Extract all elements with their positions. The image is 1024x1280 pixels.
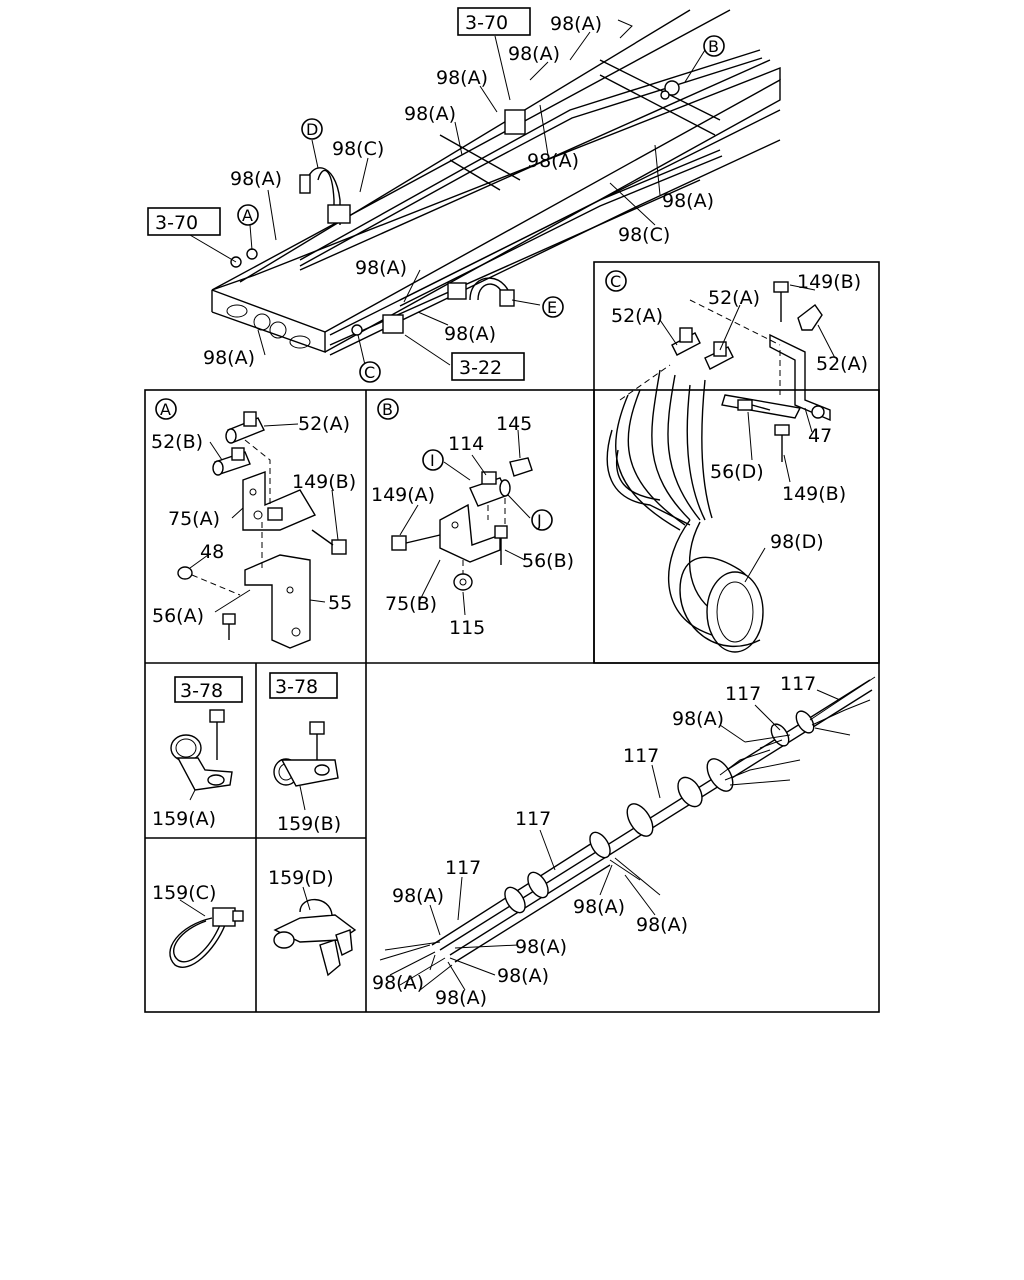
ref-3-70-left: 3-70 — [155, 212, 198, 234]
detail-panel-b: B 114 145 149(A) 56(B) 75(B) — [371, 398, 574, 639]
ref-box-3-22 — [451, 352, 525, 381]
label-98c-1: 98(C) — [332, 138, 384, 160]
clip-159b-panel: 3-78 159(B) — [269, 672, 341, 835]
label-98a-10: 98(A) — [203, 347, 255, 369]
label-harness-98a-4: 98(A) — [636, 914, 688, 936]
label-117-3: 117 — [623, 745, 659, 767]
label-98a-7: 98(A) — [662, 190, 714, 212]
label-159c: 159(C) — [152, 882, 216, 904]
label-159d: 159(D) — [268, 867, 334, 889]
label-c-149b-1: 149(B) — [797, 271, 861, 293]
label-a-149b: 149(B) — [292, 471, 356, 493]
label-harness-98a-1: 98(A) — [672, 708, 724, 730]
label-c-98d: 98(D) — [770, 531, 824, 553]
label-98a-9: 98(A) — [444, 323, 496, 345]
label-harness-98a-8: 98(A) — [435, 987, 487, 1009]
label-harness-98a-6: 98(A) — [497, 965, 549, 987]
ref-3-78-left: 3-78 — [180, 680, 223, 702]
label-b-115: 115 — [449, 617, 485, 639]
ref-3-70-top: 3-70 — [465, 12, 508, 34]
label-117-5: 117 — [445, 857, 481, 879]
label-c-56d: 56(D) — [710, 461, 764, 483]
label-a-56a: 56(A) — [152, 605, 204, 627]
clip-159c-panel: 159(C) — [152, 882, 244, 968]
frame-assembly-view: 3-70 3-70 3-22 98(A) 98(A) 98(A) 98(A) 9… — [147, 7, 781, 383]
ref-3-78-right: 3-78 — [275, 676, 318, 698]
label-98a-8: 98(A) — [355, 257, 407, 279]
label-a-55: 55 — [328, 592, 352, 614]
ref-box-3-70-left — [147, 207, 221, 236]
label-b-145: 145 — [496, 413, 532, 435]
label-c-52a-3: 52(A) — [816, 353, 868, 375]
label-98a-6: 98(A) — [230, 168, 282, 190]
label-harness-98a-2: 98(A) — [392, 885, 444, 907]
label-117-1: 117 — [780, 673, 816, 695]
label-c-149b-2: 149(B) — [782, 483, 846, 505]
label-harness-98a-5: 98(A) — [515, 936, 567, 958]
label-98a-4: 98(A) — [404, 103, 456, 125]
callout-c: C — [364, 363, 375, 382]
label-98a-5: 98(A) — [527, 150, 579, 172]
label-b-149a: 149(A) — [371, 484, 435, 506]
label-159b: 159(B) — [277, 813, 341, 835]
label-c-52a-1: 52(A) — [611, 305, 663, 327]
label-159a: 159(A) — [152, 808, 216, 830]
label-harness-98a-3: 98(A) — [573, 896, 625, 918]
label-b-56b: 56(B) — [522, 550, 574, 572]
label-98c-2: 98(C) — [618, 224, 670, 246]
callout-b: B — [708, 37, 719, 56]
ref-box-3-70-top — [457, 7, 531, 36]
label-c-52a-2: 52(A) — [708, 287, 760, 309]
label-98a-1: 98(A) — [550, 13, 602, 35]
panel-a-marker: A — [160, 400, 171, 419]
detail-panel-c: C — [593, 261, 880, 664]
label-117-2: 117 — [725, 683, 761, 705]
label-a-48: 48 — [200, 541, 224, 563]
label-98a-2: 98(A) — [508, 43, 560, 65]
label-a-52a: 52(A) — [298, 413, 350, 435]
ref-3-22: 3-22 — [459, 357, 502, 379]
callout-d: D — [306, 120, 318, 139]
label-harness-98a-7: 98(A) — [372, 972, 424, 994]
label-b-75b: 75(B) — [385, 593, 437, 615]
clip-159a-panel: 3-78 159(A) — [152, 676, 243, 830]
panel-c-marker: C — [610, 272, 621, 291]
callout-e: E — [547, 298, 557, 317]
clip-159d-panel: 159(D) — [268, 867, 357, 977]
harness-panel: 117 117 117 117 117 98(A) 98(A) 98(A) 98… — [372, 673, 876, 1009]
panel-b-marker: B — [382, 400, 393, 419]
callout-i: I — [430, 451, 435, 470]
callout-j: J — [536, 511, 542, 530]
label-117-4: 117 — [515, 808, 551, 830]
label-b-114: 114 — [448, 433, 484, 455]
label-98a-3: 98(A) — [436, 67, 488, 89]
label-c-47: 47 — [808, 425, 832, 447]
callout-a: A — [242, 206, 253, 225]
label-a-52b: 52(B) — [151, 431, 203, 453]
detail-grid — [144, 389, 880, 1013]
label-a-75a: 75(A) — [168, 508, 220, 530]
detail-panel-a: A 52(A) 52(B) 14 — [151, 398, 356, 649]
